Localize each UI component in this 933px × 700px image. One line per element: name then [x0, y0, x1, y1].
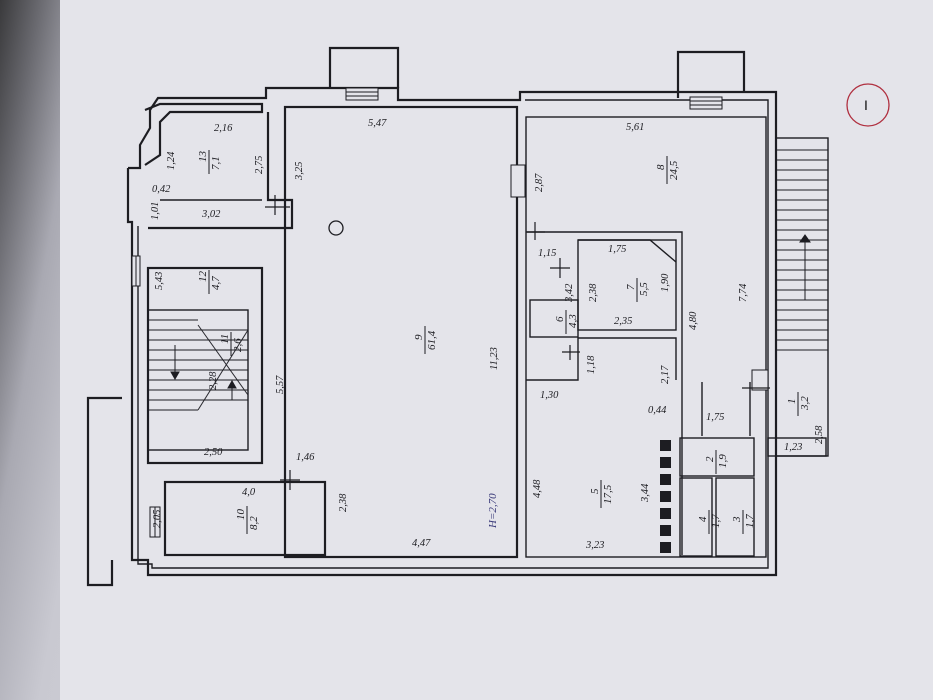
- dim-1-01: 1,01: [150, 202, 161, 220]
- dim-1-90: 1,90: [660, 273, 671, 292]
- dim-3-42: 3,42: [564, 283, 575, 303]
- room-7-area: 5,5: [638, 282, 650, 296]
- dim-0-42: 0,42: [152, 184, 171, 195]
- room-1-area: 3,2: [799, 396, 811, 411]
- dim-4-48: 4,48: [532, 479, 543, 498]
- room-12-number: 12: [197, 271, 209, 283]
- room-12-area: 4,7: [210, 276, 222, 290]
- dim-1-30: 1,30: [540, 390, 559, 401]
- room-10-number: 10: [235, 509, 247, 521]
- room-6-number: 6: [554, 316, 566, 322]
- dim-2-35: 2,35: [614, 316, 632, 327]
- dim-3-23: 3,23: [585, 540, 604, 551]
- dim-2-05: 2,05: [152, 510, 163, 528]
- dim-3-44: 3,44: [640, 483, 651, 503]
- dim-1-75a: 1,75: [608, 244, 626, 255]
- room-5-area: 17,5: [602, 484, 614, 504]
- windows: [131, 87, 769, 538]
- dim-1-23: 1,23: [784, 442, 802, 453]
- room-13-number: 13: [197, 151, 209, 163]
- dim-1-75b: 1,75: [706, 412, 724, 423]
- dim-2-87: 2,87: [534, 173, 545, 192]
- sheet-number: I: [864, 97, 868, 113]
- stair-right: [776, 149, 828, 351]
- dim-2-58: 2,58: [814, 425, 825, 444]
- room-8-area: 24,5: [668, 160, 680, 180]
- room-6-area: 4,3: [567, 314, 579, 328]
- stair-left: [148, 319, 248, 411]
- dim-2-38a: 2,38: [588, 283, 599, 302]
- dim-3-25: 3,25: [294, 162, 305, 181]
- dimension-labels-vertical: 1,24 2,75 3,25 1,01 2,87 1,90 3,42 2,38 …: [150, 151, 825, 528]
- dim-4-47: 4,47: [412, 538, 431, 549]
- vent-markers: [660, 440, 671, 553]
- dimension-labels-horizontal: 5,47 5,61 2,16 0,42 3,02 1,15 1,75 2,35 …: [152, 118, 802, 551]
- room-3-area: 1,7: [744, 514, 756, 528]
- outer-walls: [126, 46, 778, 577]
- room-4-number: 4: [697, 516, 709, 522]
- room-3-number: 3: [731, 516, 743, 523]
- dim-2-50: 2,50: [204, 447, 223, 458]
- dim-1-24: 1,24: [166, 151, 177, 170]
- dim-11-23: 11,23: [489, 347, 500, 370]
- dim-4-80: 4,80: [688, 311, 699, 330]
- dim-2-75: 2,75: [254, 156, 265, 174]
- room-9-number: 9: [413, 334, 425, 340]
- dim-4-0: 4,0: [242, 487, 256, 498]
- dim-1-15: 1,15: [538, 248, 556, 259]
- room-11-number: 11: [219, 334, 231, 344]
- room-4-area: 1,7: [710, 514, 722, 528]
- dim-2-28: 2,28: [208, 371, 219, 390]
- room-5-number: 5: [589, 488, 601, 494]
- ceiling-height-label: Н=2,70: [487, 493, 499, 529]
- dim-5-47: 5,47: [368, 118, 387, 129]
- dim-5-57: 5,57: [275, 375, 286, 394]
- dim-2-16: 2,16: [214, 123, 233, 134]
- inner-walls: [86, 105, 829, 587]
- room-8-number: 8: [655, 164, 667, 170]
- dim-5-43: 5,43: [154, 272, 165, 290]
- dim-1-46: 1,46: [296, 452, 315, 463]
- dim-1-18: 1,18: [586, 355, 597, 374]
- room-13-area: 7,1: [210, 156, 222, 170]
- room-11-area: 2,6: [232, 338, 244, 352]
- sheet-number-marker: I: [846, 83, 890, 127]
- room-1-number: 1: [786, 399, 798, 405]
- dim-0-44: 0,44: [648, 405, 667, 416]
- dim-5-61: 5,61: [626, 122, 644, 133]
- dim-2-17: 2,17: [660, 365, 671, 384]
- room-10-area: 8,2: [248, 516, 260, 530]
- room-2-area: 1,9: [717, 454, 729, 468]
- dim-7-74: 7,74: [738, 283, 749, 302]
- room-2-number: 2: [704, 456, 716, 462]
- tick-marks: [265, 195, 770, 490]
- dim-3-02: 3,02: [201, 209, 221, 220]
- room-9-area: 61,4: [426, 330, 438, 350]
- dim-2-38b: 2,38: [338, 493, 349, 512]
- column-circle: [328, 220, 344, 236]
- room-7-number: 7: [625, 284, 637, 290]
